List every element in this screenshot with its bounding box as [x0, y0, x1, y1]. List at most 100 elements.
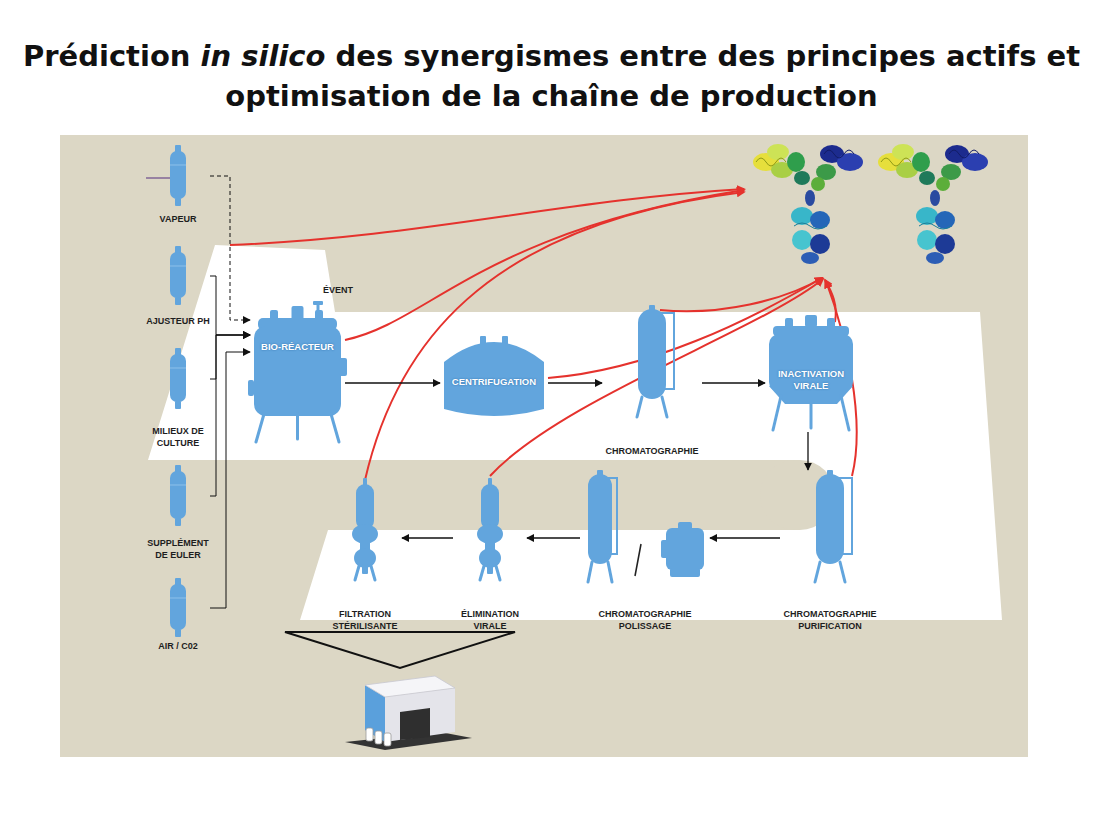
column-body [816, 474, 844, 564]
building-front [385, 688, 455, 742]
title-word: chaîne [531, 79, 649, 113]
equipment-drawing [146, 465, 210, 527]
input-tank: VAPEUR [146, 145, 210, 225]
tank-foot [175, 401, 181, 409]
centrifuge-body [444, 342, 544, 416]
tank-body [170, 151, 186, 199]
tank-body [769, 334, 853, 392]
equipment-label: INACTIVATION VIRALE [772, 368, 850, 392]
equipment-drawing [146, 145, 210, 207]
flow-arrow [210, 352, 250, 608]
filter-unit: ÉLIMINATION VIRALE [453, 478, 527, 632]
input-tank: AJUSTEUR PH [146, 246, 210, 327]
flow-arrow [710, 537, 780, 538]
equipment-drawing [602, 305, 702, 419]
filter-housing [481, 484, 499, 530]
flow-arrow [210, 276, 250, 335]
vessel-leg [608, 562, 612, 582]
side-port [248, 380, 254, 396]
flow-arrow [702, 382, 765, 383]
equipment-label: MILIEUX DE CULTURE [146, 425, 210, 449]
synergy-arrows [230, 189, 857, 480]
vessel-leg [256, 414, 264, 442]
title-word: Prédiction [23, 39, 201, 73]
synergy-arrow [825, 280, 836, 322]
alternative-slash [635, 544, 641, 576]
chromatography-column: CHROMATOGRAPHIE [602, 305, 702, 457]
title-word: entre [619, 39, 717, 73]
title-word: des [336, 39, 404, 73]
tank-band [170, 266, 186, 267]
title: Prédiction in silico des synergismes ent… [11, 36, 1092, 116]
vent-cap [313, 301, 323, 305]
process-floor [148, 245, 1002, 620]
title-word: de [441, 79, 492, 113]
filter-unit: FILTRATION STÉRILISANTE [328, 478, 402, 632]
column-pipe [660, 313, 674, 389]
equipment-label: SUPPLÉMENT DE EULER [146, 537, 210, 561]
input-tank: AIR / C02 [146, 578, 210, 652]
synergy-arrow [365, 192, 744, 480]
tank-body [170, 354, 186, 402]
part-label: ÉVENT [323, 284, 353, 296]
flow-arrow [345, 382, 440, 383]
equipment-drawing [146, 348, 210, 410]
antibody-model [878, 144, 988, 264]
vessel-leg [815, 562, 820, 582]
title-word: de [649, 79, 700, 113]
vessel-leg [662, 397, 667, 417]
equipment-label: CHROMATOGRAPHIE [602, 445, 702, 457]
vessel-leg [296, 414, 299, 439]
steam-pipe [146, 177, 172, 178]
equipment-drawing [780, 470, 880, 584]
title-word: actifs [946, 39, 1047, 73]
building-door [400, 708, 430, 740]
equipment-label: ÉLIMINATION VIRALE [453, 608, 527, 632]
equipment-drawing [440, 328, 548, 423]
pump-base [670, 568, 700, 577]
title-word: production [700, 79, 878, 113]
equipment-label: FILTRATION STÉRILISANTE [328, 608, 402, 632]
flow-arrow [807, 432, 808, 470]
vessel-leg [773, 396, 781, 430]
floor-ground [60, 135, 1028, 757]
equipment-label: AJUSTEUR PH [146, 315, 210, 327]
flow-arrow [210, 335, 250, 496]
equipment-label: VAPEUR [146, 213, 210, 225]
fill-funnel [285, 632, 515, 668]
side-port [339, 358, 347, 376]
vessel-leg [841, 396, 849, 430]
vessel-leg [637, 397, 642, 417]
flow-arrow [548, 382, 602, 383]
synergy-arrow [345, 190, 744, 340]
column-pipe [608, 478, 617, 554]
vessel-leg [810, 404, 813, 428]
tank-body [170, 471, 186, 519]
tank-foot [175, 198, 181, 206]
tank-body [170, 584, 186, 630]
title-word: la [492, 79, 532, 113]
equipment-label: CENTRIFUGATION [447, 376, 541, 388]
vial [384, 733, 391, 746]
equipment-label: AIR / C02 [146, 640, 210, 652]
title-word: optimisation [225, 79, 441, 113]
equipment-label: CHROMATOGRAPHIE POLISSAGE [595, 608, 695, 632]
flow-arrow [402, 537, 453, 538]
building-roof [365, 676, 455, 697]
flow-arrow [527, 537, 580, 538]
pump-body [666, 528, 704, 570]
column-pipe [838, 478, 852, 554]
antibody-model [753, 144, 863, 264]
vessel-leg [588, 562, 592, 582]
lid-knob [805, 315, 817, 327]
vessel-leg [840, 562, 845, 582]
pump-port [661, 540, 668, 558]
title-word: silico [241, 39, 335, 73]
title-word: et [1047, 39, 1081, 73]
tank-body [170, 252, 186, 298]
vessel-leg [371, 566, 375, 580]
lid-knob [292, 306, 304, 320]
input-tank: SUPPLÉMENT DE EULER [146, 465, 210, 561]
